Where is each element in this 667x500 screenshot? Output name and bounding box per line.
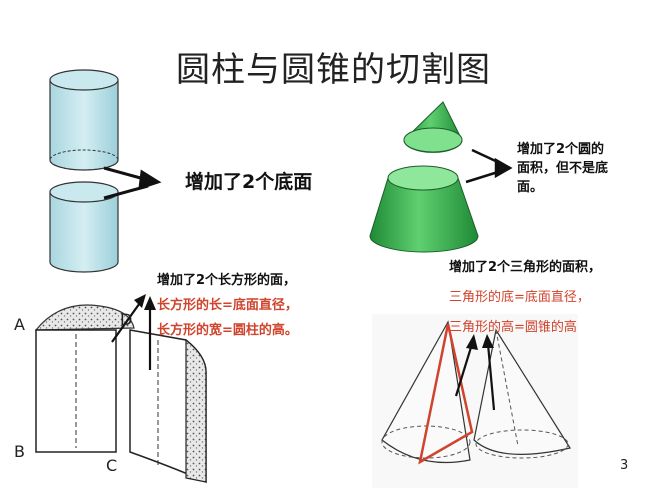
cone-horizontal-note-line1: 增加了2个圆的 bbox=[517, 142, 605, 157]
label-b: B bbox=[14, 442, 25, 461]
cone-vertical-cut-note: 增加了2个三角形的面积， 三角形的底=底面直径， 三角形的高=圆锥的高 bbox=[449, 253, 601, 343]
cone-horizontal-cut-note: 增加了2个圆的 面积，但不是底 面。 bbox=[517, 140, 608, 197]
cylinder-arrows bbox=[103, 166, 162, 200]
page-number: 3 bbox=[620, 458, 629, 473]
cone-top-piece bbox=[403, 101, 463, 153]
cone-vertical-note-line3: 三角形的高=圆锥的高 bbox=[449, 320, 577, 335]
label-a: A bbox=[14, 315, 25, 334]
cone-vertical-cut-figure bbox=[372, 314, 578, 488]
cone-horizontal-note-line3: 面。 bbox=[517, 180, 544, 195]
slide-title: 圆柱与圆锥的切割图 bbox=[176, 50, 491, 90]
cylinder-top-piece bbox=[49, 69, 119, 171]
cone-horizontal-note-line2: 面积，但不是底 bbox=[517, 161, 609, 176]
cone-vertical-note-line2: 三角形的底=底面直径， bbox=[449, 290, 590, 305]
cylinder-vertical-note-line3: 长方形的宽=圆柱的高。 bbox=[157, 323, 298, 338]
cylinder-vertical-note-line1: 增加了2个长方形的面， bbox=[157, 273, 297, 288]
cone-vertical-note-line1: 增加了2个三角形的面积， bbox=[449, 260, 602, 275]
cone-frustum-piece bbox=[369, 165, 479, 253]
label-c: C bbox=[106, 456, 118, 475]
cylinder-vertical-cut-note: 增加了2个长方形的面， 长方形的长=底面直径， 长方形的宽=圆柱的高。 bbox=[157, 268, 298, 343]
cylinder-horizontal-cut-note: 增加了2个底面 bbox=[185, 171, 313, 193]
cone-arrows bbox=[465, 148, 513, 184]
cylinder-vertical-cut-figure bbox=[34, 294, 207, 484]
label-d: D bbox=[120, 310, 133, 329]
cylinder-vertical-note-line2: 长方形的长=底面直径， bbox=[157, 298, 298, 313]
cylinder-bottom-piece bbox=[49, 181, 119, 273]
